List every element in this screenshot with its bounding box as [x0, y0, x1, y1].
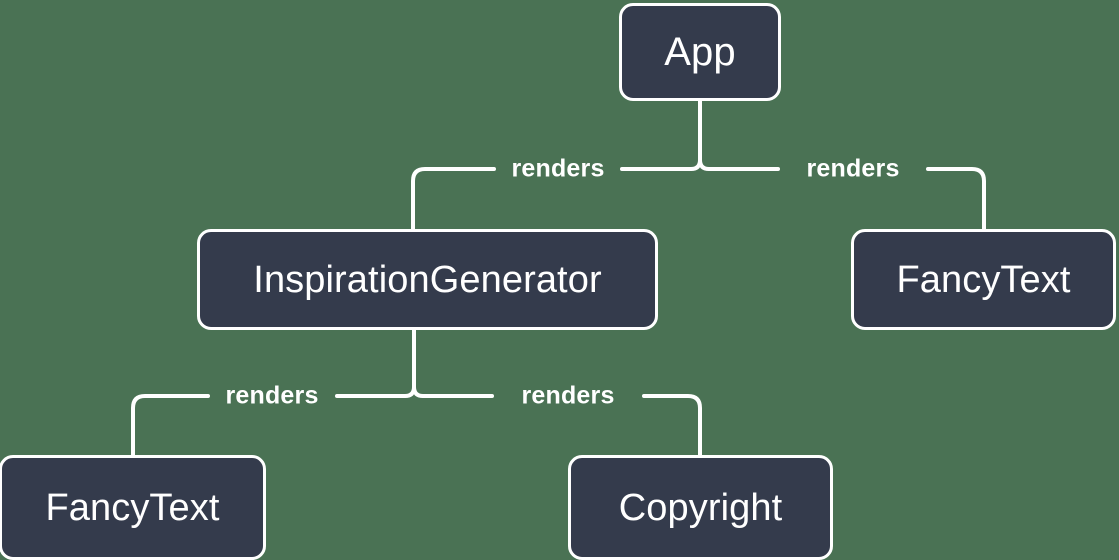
edge-line-inspiration-stem-right	[412, 385, 425, 398]
edge-line-app-to-fancytext-right	[926, 167, 986, 231]
node-app[interactable]: App	[619, 3, 781, 101]
node-app-label: App	[664, 30, 736, 74]
edge-line-app-to-inspiration-right	[411, 167, 496, 231]
edge-label-inspiration-generator-to-fancytext-bottom: renders	[225, 381, 319, 410]
edge-line-app-stem	[689, 99, 702, 171]
edge-line-app-stem-right	[698, 158, 711, 171]
node-fancytext-bottom[interactable]: FancyText	[0, 455, 266, 560]
node-inspiration-generator[interactable]: InspirationGenerator	[197, 229, 658, 330]
edge-label-app-to-inspiration-generator: renders	[511, 154, 605, 183]
edge-label-app-to-fancytext-right: renders	[806, 154, 900, 183]
node-fancytext-right[interactable]: FancyText	[851, 229, 1116, 330]
edge-line-inspiration-stem	[403, 328, 416, 398]
node-inspiration-generator-label: InspirationGenerator	[253, 258, 602, 301]
node-fancytext-right-label: FancyText	[896, 258, 1071, 301]
edge-line-inspiration-to-fancytext-right	[131, 394, 210, 457]
node-copyright-label: Copyright	[618, 486, 783, 529]
node-copyright[interactable]: Copyright	[568, 455, 833, 560]
edge-label-inspiration-generator-to-copyright: renders	[521, 381, 615, 410]
edge-line-inspiration-to-copyright-right	[642, 394, 702, 457]
node-fancytext-bottom-label: FancyText	[45, 486, 220, 529]
